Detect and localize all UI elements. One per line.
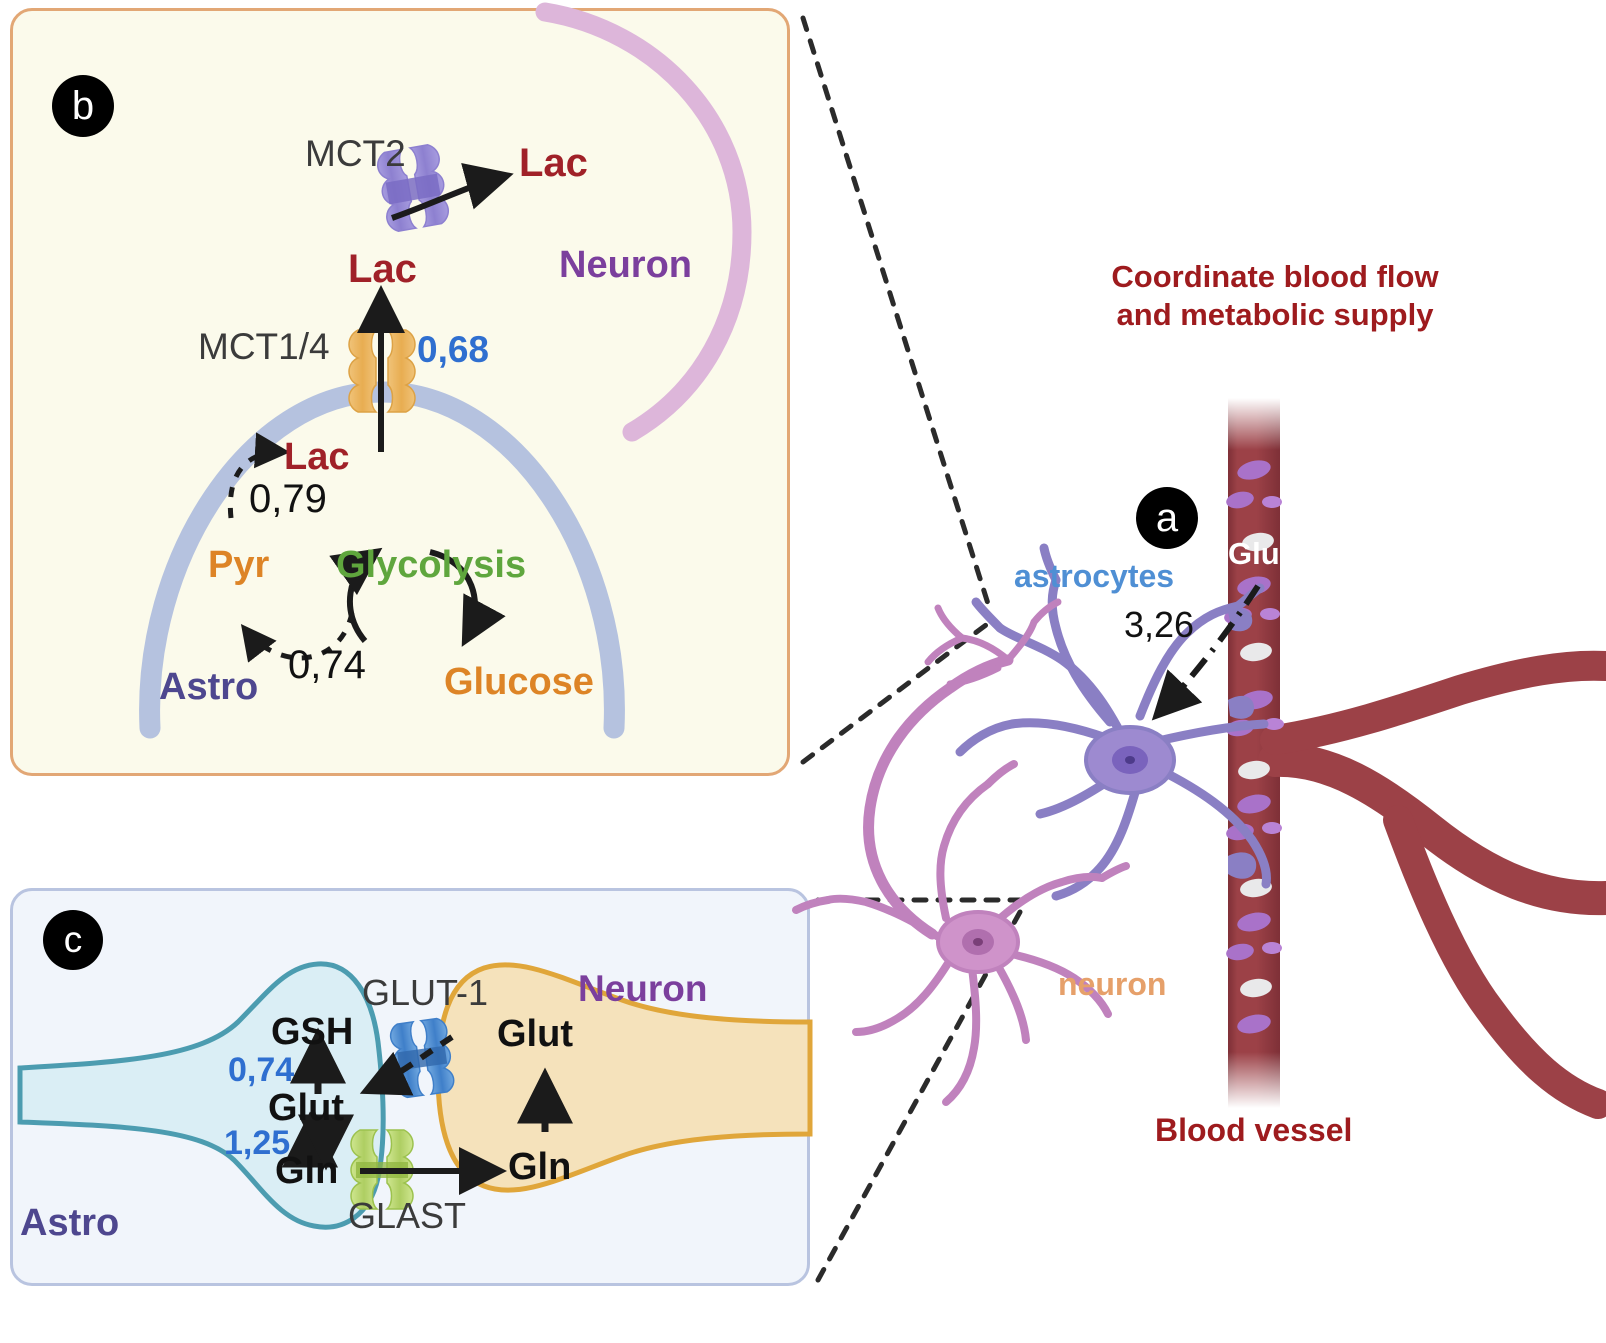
label-astro-panel-b: Astro	[159, 666, 259, 708]
label-astrocytes: astrocytes	[1014, 558, 1175, 594]
value-glu-transfer: 3,26	[1124, 604, 1195, 645]
astrocyte-cell	[955, 543, 1271, 901]
label-mct2: MCT2	[305, 133, 406, 174]
glut1-uptake-dashed-arrow	[359, 1034, 454, 1096]
label-gsh: GSH	[271, 1011, 354, 1053]
neuron-nucleolus	[973, 938, 983, 946]
mct1-4-transporter	[348, 329, 416, 413]
label-lac-intracellular: Lac	[284, 436, 350, 478]
mct2-export-arrow	[391, 163, 514, 221]
label-glycolysis: Glycolysis	[336, 544, 527, 586]
label-blood-vessel: Blood vessel	[1155, 1112, 1353, 1148]
neuron-cell	[792, 760, 1130, 1106]
label-glu: Glu	[1228, 536, 1280, 571]
vessel-branch-down	[1383, 805, 1606, 1119]
neuron-distal-branches	[924, 598, 1062, 688]
value-mct1-4-ratio: 0,68	[417, 329, 490, 370]
neuron-membrane-arc-b	[535, 2, 752, 442]
label-glut-astro: Glut	[268, 1087, 344, 1129]
glycolysis-to-pyr-dashed-arrow	[240, 612, 355, 663]
panel-c-artwork	[17, 961, 813, 1230]
value-pyr-ratio: 0,74	[288, 643, 366, 687]
value-gln-ratio: 1,25	[224, 1124, 291, 1162]
vessel-fade-bottom	[1228, 1052, 1280, 1108]
label-mct1-4: MCT1/4	[198, 326, 330, 367]
label-lac-neuron: Lac	[519, 141, 588, 185]
label-gln-neuron: Gln	[508, 1146, 572, 1188]
label-glut1: GLUT-1	[362, 972, 489, 1013]
label-glut-neuron: Glut	[497, 1013, 573, 1055]
vessel-branch-upper	[1260, 650, 1606, 755]
panel-a-artwork	[792, 398, 1606, 1119]
value-lac-ratio: 0,79	[249, 477, 327, 521]
panel-b-badge: b	[52, 75, 114, 137]
label-glast: GLAST	[348, 1195, 467, 1236]
panel-b-artwork	[139, 2, 752, 739]
vessel-fade-top	[1228, 398, 1280, 450]
label-astro-panel-c: Astro	[20, 1202, 120, 1244]
panel-a-title: Coordinate blood flow and metabolic supp…	[1111, 259, 1439, 332]
glycolysis-arrow-right	[429, 549, 506, 647]
panel-c-badge: c	[43, 910, 103, 970]
panel-a-badge: a	[1136, 487, 1198, 549]
astrocyte-nucleolus	[1125, 756, 1135, 764]
connector-b-bottom	[800, 619, 993, 765]
label-pyr: Pyr	[208, 544, 270, 586]
pyr-to-lac-dashed-arrow	[227, 432, 290, 519]
label-neuron-panel-c: Neuron	[578, 968, 708, 1009]
label-gln-astro: Gln	[275, 1150, 339, 1192]
label-lac-extracellular: Lac	[348, 247, 417, 291]
value-gsh-ratio: 0,74	[228, 1051, 295, 1089]
connector-b-top	[800, 15, 993, 613]
vessel-branch-lower	[1258, 742, 1606, 916]
label-neuron-panel-b: Neuron	[559, 244, 692, 286]
neuron-long-process	[863, 654, 1014, 940]
label-neuron-panel-a: neuron	[1058, 966, 1167, 1002]
glycolysis-arrow-left	[329, 547, 383, 643]
label-glucose: Glucose	[444, 661, 594, 703]
astrocyte-endfeet	[1228, 608, 1257, 879]
glu-uptake-arrow	[1151, 584, 1261, 721]
